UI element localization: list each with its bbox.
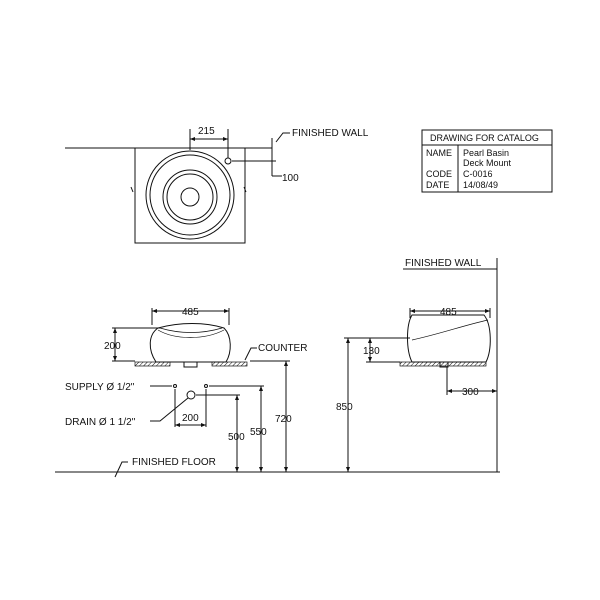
date-label: DATE <box>426 180 449 190</box>
tap-hole <box>224 157 232 165</box>
dim-supply-height: 550 <box>250 427 267 438</box>
bowl-circle <box>162 169 218 225</box>
drain-circle <box>180 187 200 207</box>
side-dim-height: 130 <box>363 346 380 357</box>
code-value: C-0016 <box>463 169 493 179</box>
dim-wall-offset: 100 <box>282 173 299 184</box>
dim-height: 200 <box>104 341 121 352</box>
basin-side <box>407 314 491 363</box>
side-counter <box>399 361 487 367</box>
dim-width: 485 <box>182 307 199 318</box>
name-label: NAME <box>426 148 452 158</box>
drain-label: DRAIN Ø 1 1/2" <box>65 417 136 428</box>
front-view: 485 200 COUNTER SUPPLY Ø 1/2" DRAIN Ø 1 … <box>55 307 500 478</box>
dim-supply-spacing: 200 <box>182 413 199 424</box>
finished-wall-label: FINISHED WALL <box>292 128 369 139</box>
dim-drain-height: 500 <box>228 432 245 443</box>
title-heading: DRAWING FOR CATALOG <box>430 133 539 143</box>
side-view: FINISHED WALL 485 130 850 300 <box>336 258 498 472</box>
basin-front <box>149 323 231 363</box>
supply-hole-right <box>204 384 208 388</box>
counter-right <box>211 361 248 367</box>
counter-left <box>134 361 171 367</box>
counter-label: COUNTER <box>258 343 307 354</box>
bowl-inner-circle <box>166 173 214 221</box>
side-dim-width: 485 <box>440 307 457 318</box>
dim-counter-height: 720 <box>275 414 292 425</box>
supply-label: SUPPLY Ø 1/2" <box>65 382 135 393</box>
supply-hole-left <box>173 384 177 388</box>
name-value-line2: Deck Mount <box>463 158 512 168</box>
basin-rim-circle <box>149 154 231 236</box>
date-value: 14/08/49 <box>463 180 498 190</box>
code-label: CODE <box>426 169 452 179</box>
name-value: Pearl Basin <box>463 148 509 158</box>
finished-floor-label: FINISHED FLOOR <box>132 457 216 468</box>
side-dim-wall-offset: 300 <box>462 387 479 398</box>
dim-tap-offset: 215 <box>198 126 215 137</box>
side-finished-wall-label: FINISHED WALL <box>405 258 482 269</box>
title-block: DRAWING FOR CATALOG NAME Pearl Basin Dec… <box>421 129 553 193</box>
basin-outer-circle <box>145 150 235 240</box>
dim-total-height: 850 <box>336 402 353 413</box>
drain-hole <box>186 390 196 400</box>
top-view: 215 100 FINISHED WALL <box>65 126 369 244</box>
counter-outline <box>134 148 246 244</box>
